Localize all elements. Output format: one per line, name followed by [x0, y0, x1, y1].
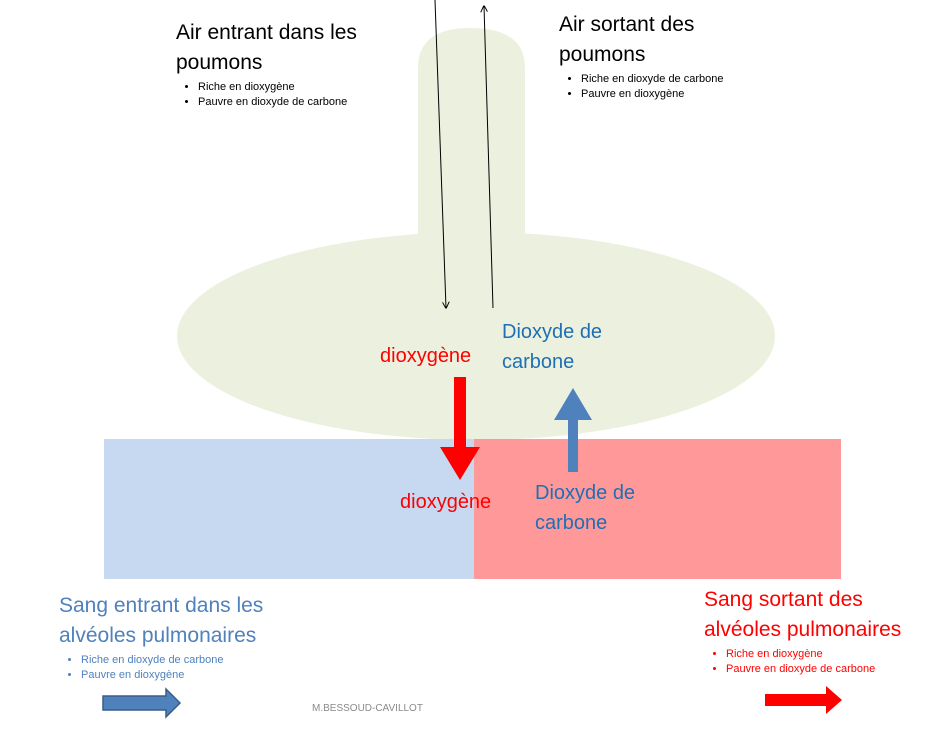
list-item: Riche en dioxygène	[726, 647, 940, 662]
alveolus-bulb	[177, 232, 775, 440]
blood-in-caption: Sang entrant dans les alvéoles pulmonair…	[59, 591, 309, 683]
list-item: Pauvre en dioxygène	[81, 668, 309, 683]
list-item: Riche en dioxygène	[198, 80, 406, 95]
blood-in-region	[104, 439, 475, 579]
list-item: Pauvre en dioxyde de carbone	[198, 95, 406, 110]
alveolus-co2-label: Dioxyde de carbone	[502, 321, 603, 373]
oxygen-arrow-icon	[440, 377, 480, 480]
air-in-bullets: Riche en dioxygène Pauvre en dioxyde de …	[176, 80, 406, 110]
co2-arrow-icon	[554, 388, 592, 472]
blood-in-title: Sang entrant dans les alvéoles pulmonair…	[59, 594, 264, 647]
list-item: Pauvre en dioxyde de carbone	[726, 662, 940, 677]
author-credit: M.BESSOUD-CAVILLOT	[312, 703, 423, 714]
air-in-arrow-icon	[434, 0, 446, 308]
blood-out-region	[474, 439, 841, 579]
list-item: Riche en dioxyde de carbone	[581, 72, 759, 87]
alveolus-oxygen-label: dioxygène	[380, 345, 472, 367]
air-in-title: Air entrant dans les poumons	[176, 21, 357, 74]
air-out-bullets: Riche en dioxyde de carbone Pauvre en di…	[559, 72, 759, 102]
blood-in-bullets: Riche en dioxyde de carbone Pauvre en di…	[59, 653, 309, 683]
air-in-caption: Air entrant dans les poumons Riche en di…	[176, 18, 406, 110]
blood-out-arrow-icon	[765, 686, 842, 714]
list-item: Riche en dioxyde de carbone	[81, 653, 309, 668]
air-out-title: Air sortant des poumons	[559, 13, 695, 66]
blood-out-caption: Sang sortant des alvéoles pulmonaires Ri…	[704, 585, 940, 677]
list-item: Pauvre en dioxygène	[581, 87, 759, 102]
blood-oxygen-label: dioxygène	[400, 491, 492, 513]
blood-out-title: Sang sortant des alvéoles pulmonaires	[704, 588, 902, 641]
blood-out-bullets: Riche en dioxygène Pauvre en dioxyde de …	[704, 647, 940, 677]
blood-co2-label: Dioxyde de carbone	[535, 482, 636, 534]
air-out-caption: Air sortant des poumons Riche en dioxyde…	[559, 10, 759, 102]
alveolus-shape	[177, 28, 775, 440]
blood-in-arrow-icon	[102, 687, 182, 719]
airway-tube	[418, 28, 525, 255]
air-out-arrow-icon	[484, 6, 494, 309]
